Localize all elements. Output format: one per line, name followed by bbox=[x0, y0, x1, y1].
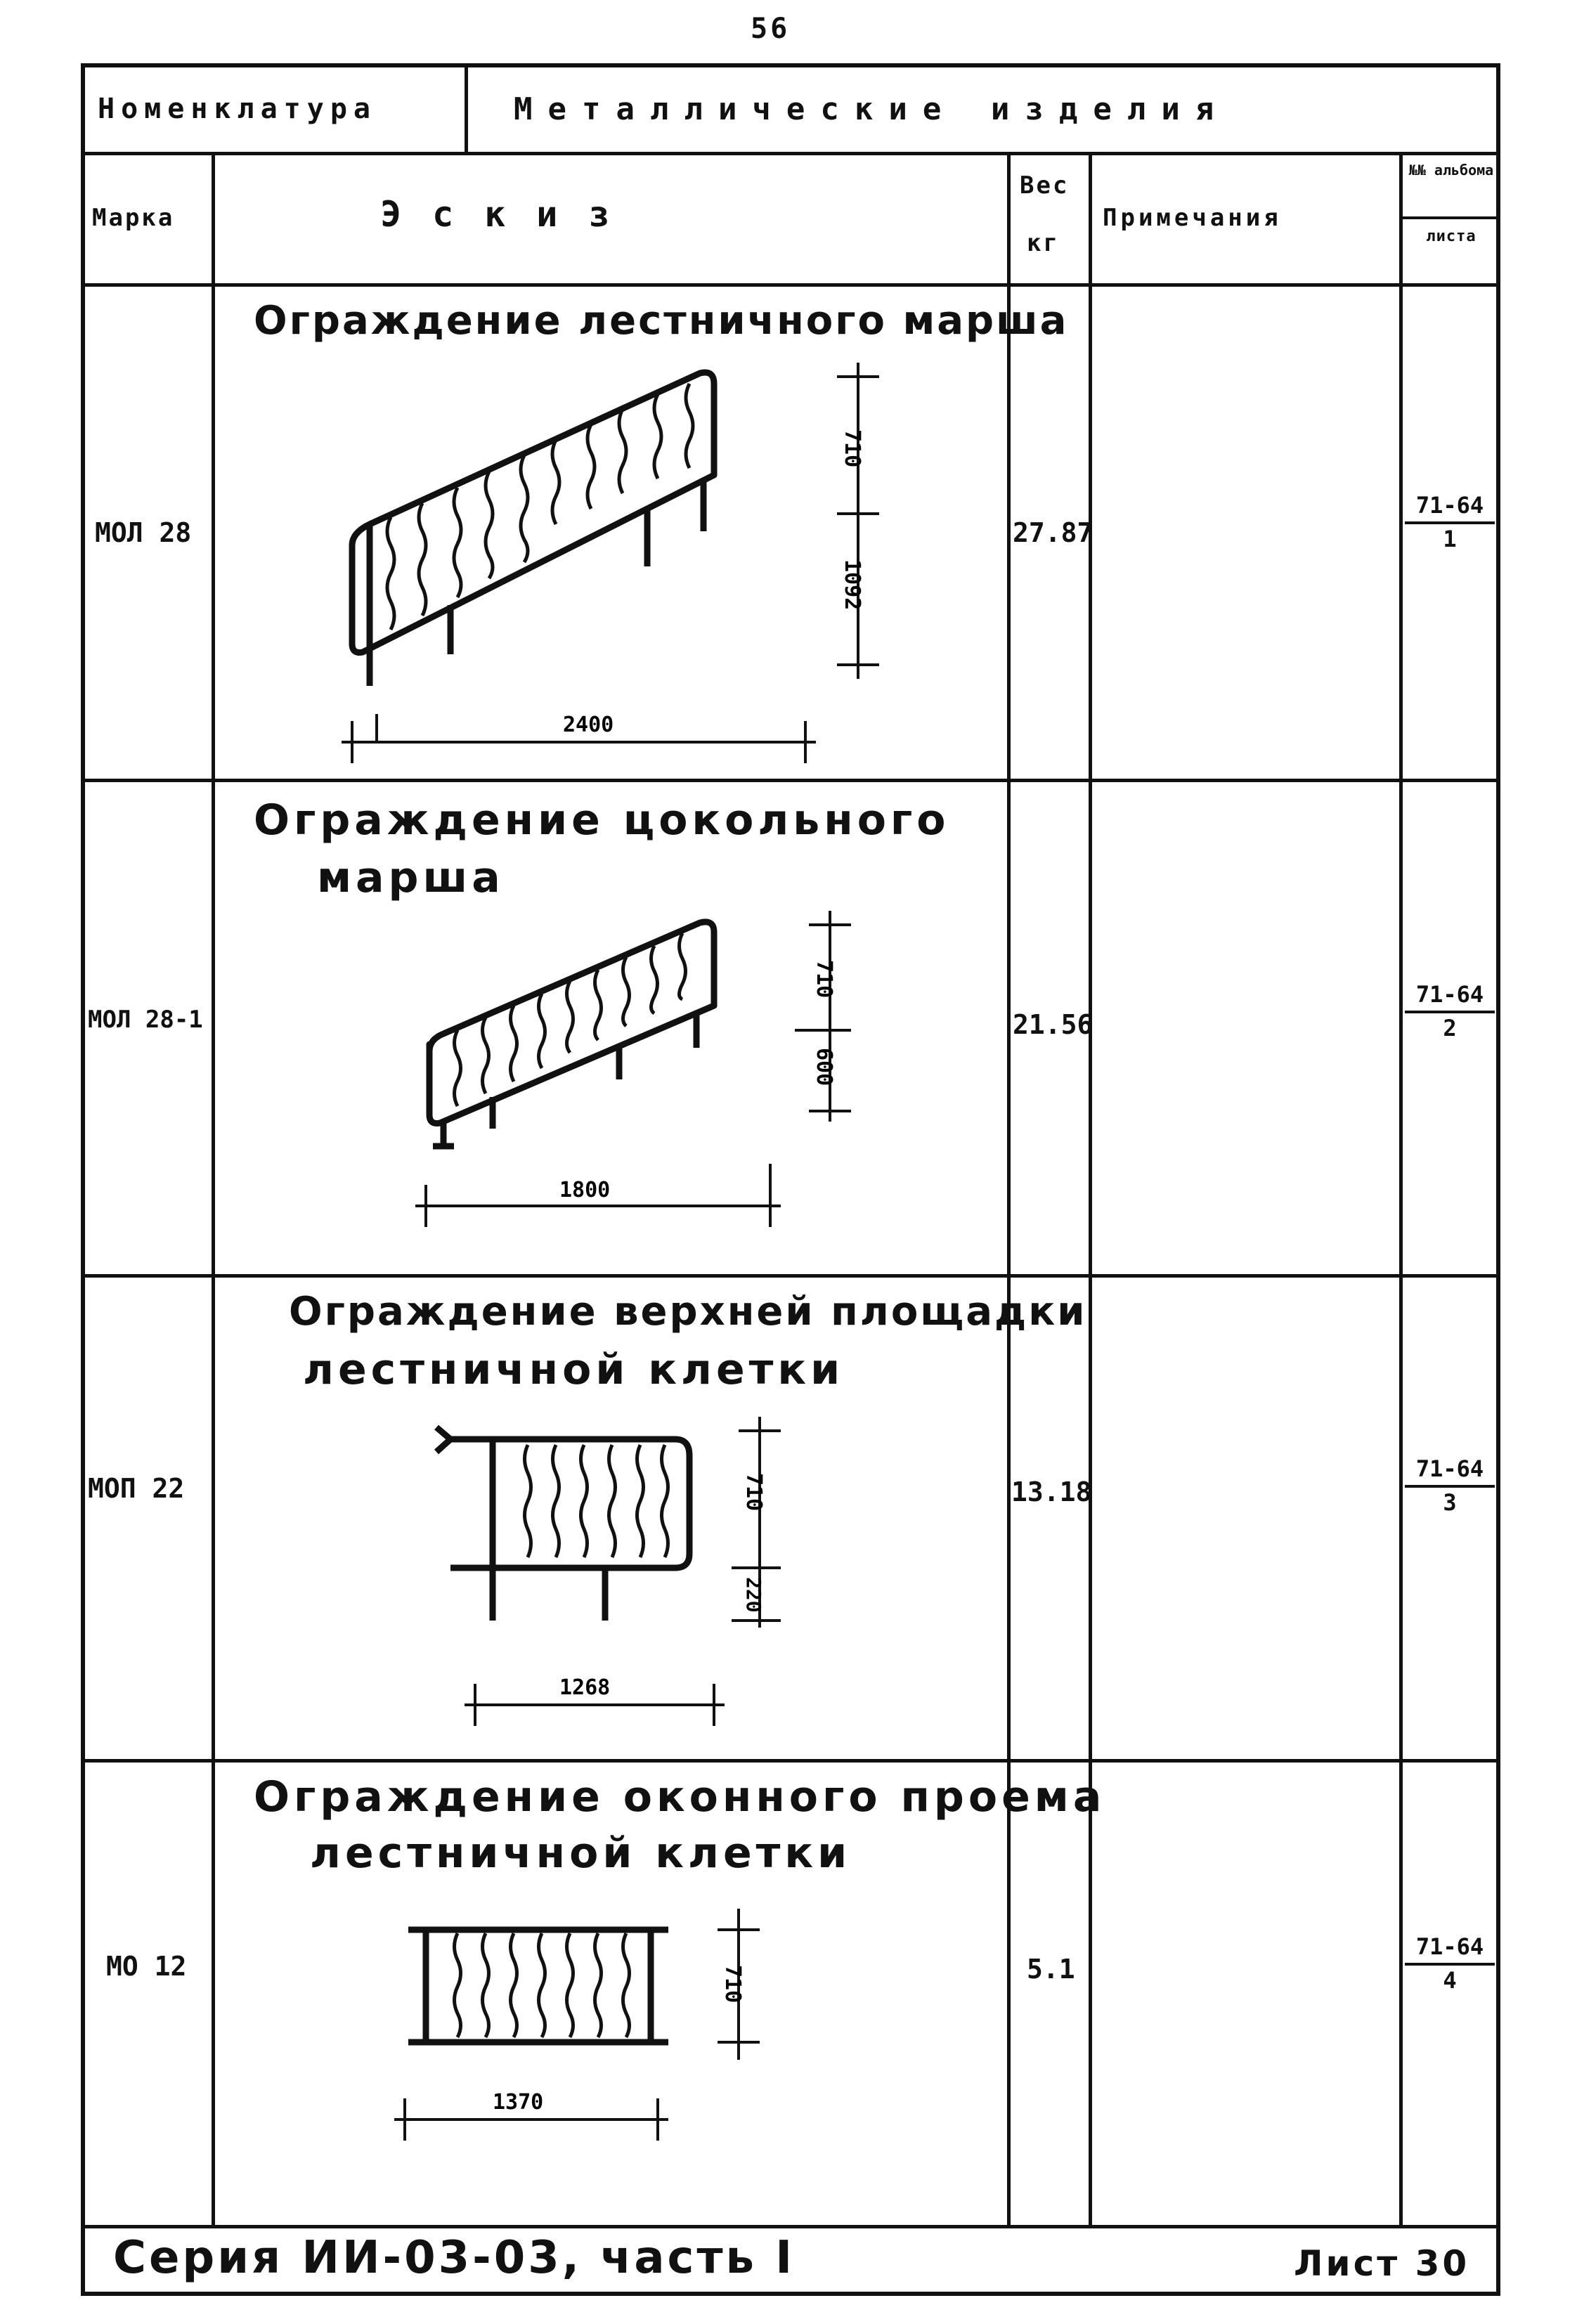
rule-sketch-column bbox=[1007, 152, 1011, 2226]
rule-row2-bottom bbox=[85, 1274, 1496, 1278]
row-title-line2: лестничной клетки bbox=[303, 1345, 845, 1394]
row-mark: МОЛ 28 bbox=[95, 517, 192, 548]
column-ref-bottom: листа bbox=[1426, 228, 1477, 245]
page-number: 56 bbox=[751, 13, 791, 45]
album-number: 71-64 bbox=[1405, 1933, 1495, 1966]
album-number: 71-64 bbox=[1405, 1455, 1495, 1488]
album-number: 71-64 bbox=[1405, 492, 1495, 524]
dimension-bottom: 600 bbox=[812, 1048, 836, 1086]
dimension-width: 1800 bbox=[559, 1178, 610, 1202]
catalog-sheet: Номенклатура Металлические изделия Марка… bbox=[81, 63, 1500, 2296]
dimension-width: 2400 bbox=[563, 713, 614, 737]
row-title-line2: лестничной клетки bbox=[310, 1829, 852, 1878]
rule-header-bottom bbox=[85, 152, 1496, 155]
rule-row3-bottom bbox=[85, 1759, 1496, 1763]
railing-sketch-upper-landing: 1268 710 220 bbox=[434, 1417, 781, 1726]
series-label: Серия ИИ-03-03, часть I bbox=[113, 2232, 796, 2284]
sheet-number: 1 bbox=[1443, 526, 1457, 552]
row-weight: 5.1 bbox=[1027, 1954, 1075, 1985]
sheet-number: 4 bbox=[1443, 1967, 1457, 1994]
column-ref-top: №№ альбома bbox=[1408, 162, 1494, 178]
row-mark: МОП 22 bbox=[88, 1473, 185, 1504]
sheet-number: 2 bbox=[1443, 1015, 1457, 1041]
railing-sketch-window-opening: 1370 710 bbox=[394, 1909, 760, 2141]
railing-sketch-stair-flight: 2400 710 1092 bbox=[342, 363, 879, 763]
rule-row1-bottom bbox=[85, 779, 1496, 782]
column-mark: Марка bbox=[92, 204, 175, 232]
dimension-top: 710 bbox=[741, 1473, 766, 1511]
dimension-width: 1268 bbox=[559, 1675, 610, 1700]
row-reference: 71-64 2 bbox=[1405, 981, 1495, 1041]
row-reference: 71-64 3 bbox=[1405, 1455, 1495, 1516]
row-title: Ограждение лестничного марша bbox=[254, 298, 1069, 344]
rule-weight-column bbox=[1089, 152, 1092, 2226]
sheet-number: 3 bbox=[1443, 1489, 1457, 1516]
rule-columns-bottom bbox=[85, 283, 1496, 287]
row-title-line1: Ограждение цокольного bbox=[254, 796, 950, 845]
column-notes: Примечания bbox=[1103, 204, 1282, 232]
dimension-bottom: 1092 bbox=[840, 559, 864, 610]
row-reference: 71-64 4 bbox=[1405, 1933, 1495, 1994]
column-weight-line1: Вес bbox=[1020, 171, 1070, 200]
rule-ref-divider bbox=[1403, 216, 1496, 219]
row-weight: 13.18 bbox=[1011, 1476, 1092, 1507]
row-title-line1: Ограждение верхней площадки bbox=[289, 1289, 1087, 1335]
dimension-top: 710 bbox=[720, 1965, 745, 2003]
rule-notes-column bbox=[1399, 152, 1403, 2226]
row-weight: 21.56 bbox=[1013, 1009, 1093, 1040]
dimension-width: 1370 bbox=[493, 2090, 543, 2115]
row-weight: 27.87 bbox=[1013, 517, 1093, 548]
row-mark: МО 12 bbox=[106, 1951, 187, 1982]
row-title-line2: марша bbox=[317, 853, 505, 902]
rule-nomenclature-divider bbox=[465, 67, 468, 153]
dimension-top: 710 bbox=[840, 429, 864, 467]
column-sketch: Эскиз bbox=[380, 194, 641, 235]
dimension-top: 710 bbox=[812, 960, 836, 998]
sheet-label: Лист 30 bbox=[1294, 2243, 1470, 2284]
railing-sketch-basement-flight: 1800 710 600 bbox=[415, 911, 851, 1227]
nomenclature-label: Номенклатура bbox=[98, 93, 377, 125]
row-title-line1: Ограждение оконного проема bbox=[254, 1772, 1106, 1822]
column-weight-line2: кг bbox=[1027, 229, 1060, 257]
dimension-bottom: 220 bbox=[742, 1577, 765, 1613]
album-number: 71-64 bbox=[1405, 981, 1495, 1013]
rule-mark-column bbox=[212, 152, 215, 2226]
row-mark: МОЛ 28-1 bbox=[88, 1006, 203, 1034]
rule-footer-top bbox=[85, 2225, 1496, 2228]
row-reference: 71-64 1 bbox=[1405, 492, 1495, 552]
nomenclature-value: Металлические изделия bbox=[514, 91, 1230, 127]
